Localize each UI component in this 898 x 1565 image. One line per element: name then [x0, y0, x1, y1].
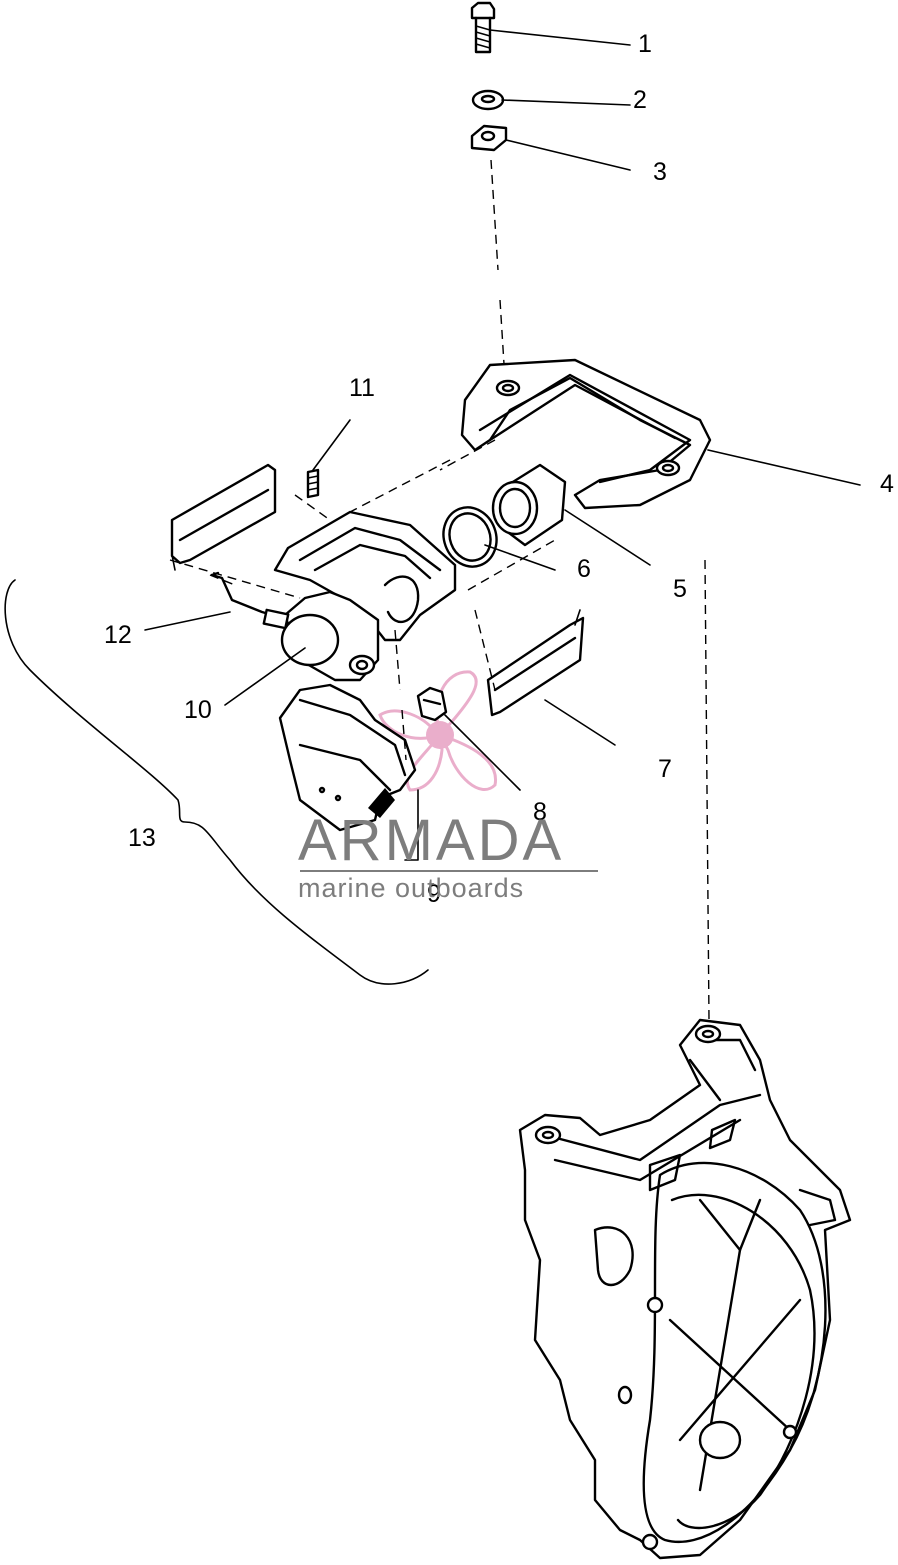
callout-4: 4 [880, 470, 894, 498]
part-caliper-body [273, 510, 457, 682]
callout-5: 5 [673, 575, 687, 603]
part-pad-plate-upper [170, 463, 277, 571]
callout-12: 12 [104, 621, 132, 649]
watermark-subtitle: marine outboards [298, 873, 524, 903]
watermark-word: ARMADA [298, 808, 564, 873]
callout-8: 8 [533, 798, 547, 826]
part-flat-washer [470, 124, 508, 152]
callout-6: 6 [577, 555, 591, 583]
callout-9: 9 [427, 880, 441, 908]
watermark: ARMADA marine outboards [298, 808, 598, 903]
callout-11: 11 [349, 374, 375, 402]
part-bleeder-screw [306, 468, 320, 499]
part-brake-line-fitting [210, 571, 290, 630]
part-caliper-bracket [460, 358, 712, 510]
callout-10: 10 [184, 696, 212, 724]
part-mounting-bracket [518, 1018, 852, 1560]
callout-2: 2 [633, 86, 647, 114]
part-brake-pad [278, 683, 417, 832]
callout-1: 1 [638, 30, 652, 58]
callout-13: 13 [128, 824, 156, 852]
part-bleeder-fitting [416, 686, 448, 722]
watermark-propeller-logo [378, 670, 497, 792]
group-brace [4, 579, 429, 985]
part-lock-washer [471, 89, 505, 111]
part-seal-ring [442, 506, 498, 568]
leader-lines [144, 29, 861, 791]
part-bolt [470, 1, 496, 54]
callout-7: 7 [658, 755, 672, 783]
callout-3: 3 [653, 158, 667, 186]
part-pad-plate-right [486, 609, 585, 717]
part-piston [491, 463, 567, 547]
